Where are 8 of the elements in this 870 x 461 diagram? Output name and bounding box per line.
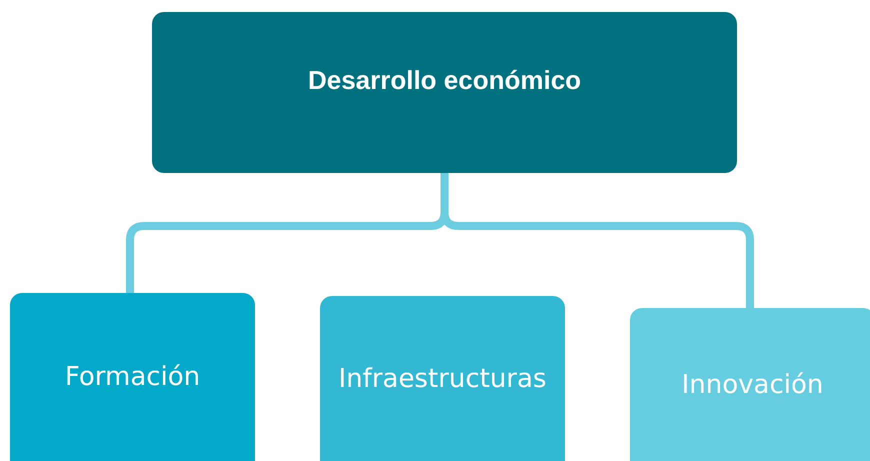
branch-box — [10, 293, 255, 461]
node-label: Desarrollo económico — [308, 65, 582, 96]
branch-box — [320, 296, 565, 461]
node-label: Formación — [64, 362, 200, 392]
branch-box — [630, 308, 870, 461]
root-box — [152, 12, 737, 173]
node-label: Innovación — [682, 370, 824, 400]
node-label: Infraestructuras — [338, 364, 546, 394]
